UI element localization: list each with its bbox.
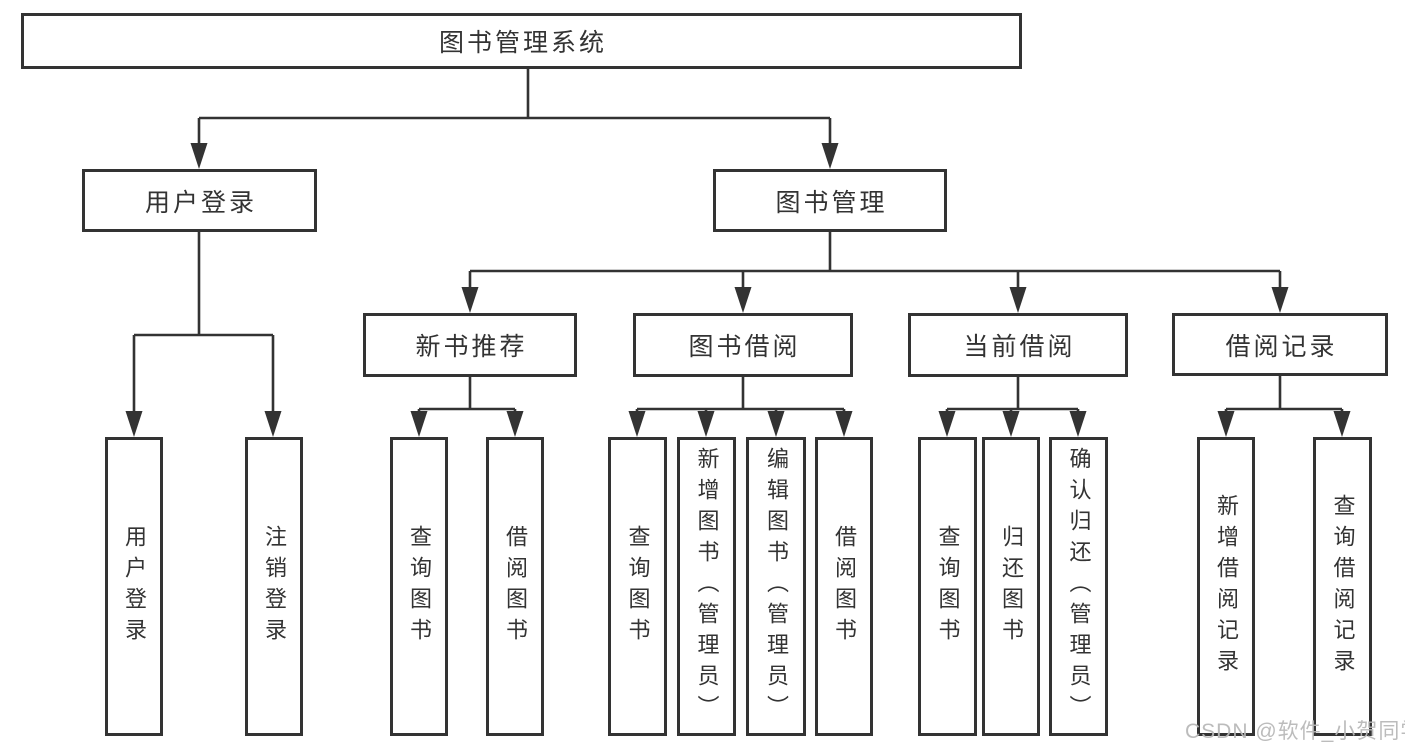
node-library-system-label: 图书管理系统 [438,29,607,57]
leaf-borrow-books-recommend: 借阅图书 [486,437,544,736]
node-new-book-recommend: 新书推荐 [363,313,577,377]
leaf-add-borrow-record-label: 新增借阅记录 [1214,493,1239,680]
node-book-management: 图书管理 [713,169,947,232]
connector-new-book-to-leaves [410,377,524,437]
connector-current-borrow-to-leaves [938,377,1087,437]
node-current-borrow: 当前借阅 [908,313,1128,377]
leaf-logout-label: 注销登录 [262,524,287,649]
node-book-borrow: 图书借阅 [633,313,853,377]
leaf-edit-books-admin: 编辑图书（管理员） [746,437,806,736]
leaf-query-borrow-record: 查询借阅记录 [1313,437,1372,736]
leaf-user-login-label: 用户登录 [122,524,147,649]
leaf-query-books-recommend-label: 查询图书 [407,524,432,649]
leaf-confirm-return-admin-label: 确认归还（管理员） [1066,447,1092,726]
connector-user-login-to-leaves [125,231,282,437]
leaf-query-borrow-record-label: 查询借阅记录 [1330,493,1356,680]
node-current-borrow-label: 当前借阅 [963,333,1076,361]
leaf-query-books-recommend: 查询图书 [390,437,448,736]
connector-root-to-level1 [190,68,839,169]
watermark: CSDN @软件_小贺同学 [1185,720,1405,743]
leaf-add-books-admin-label: 新增图书（管理员） [694,447,720,726]
leaf-borrow-books: 借阅图书 [815,437,873,736]
leaf-confirm-return-admin: 确认归还（管理员） [1049,437,1108,736]
leaf-edit-books-admin-label: 编辑图书（管理员） [764,447,789,726]
leaf-query-books-borrow: 查询图书 [608,437,667,736]
node-user-login: 用户登录 [82,169,317,232]
node-new-book-recommend-label: 新书推荐 [415,333,528,361]
connector-borrow-record-to-leaves [1217,376,1351,437]
leaf-borrow-books-recommend-label: 借阅图书 [503,524,528,649]
leaf-return-books: 归还图书 [982,437,1040,736]
node-book-borrow-label: 图书借阅 [688,333,801,361]
leaf-add-books-admin: 新增图书（管理员） [677,437,736,736]
node-user-login-label: 用户登录 [144,188,257,217]
leaf-query-books-current: 查询图书 [918,437,977,736]
node-library-system: 图书管理系统 [21,13,1022,69]
node-borrow-record: 借阅记录 [1172,313,1388,376]
node-book-management-label: 图书管理 [775,188,888,217]
node-borrow-record-label: 借阅记录 [1225,332,1338,361]
leaf-query-books-current-label: 查询图书 [935,524,961,649]
leaf-return-books-label: 归还图书 [999,524,1024,649]
leaf-logout: 注销登录 [245,437,303,736]
leaf-borrow-books-label: 借阅图书 [832,524,857,649]
leaf-query-books-borrow-label: 查询图书 [625,524,651,649]
leaf-user-login: 用户登录 [105,437,163,736]
leaf-add-borrow-record: 新增借阅记录 [1197,437,1255,736]
connector-book-borrow-to-leaves [628,377,853,437]
connector-book-management-to-level2 [461,232,1289,313]
